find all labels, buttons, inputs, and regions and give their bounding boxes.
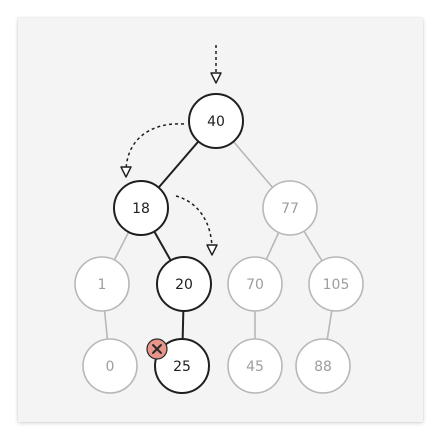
node-label: 1 (98, 277, 107, 293)
tree-node-105: 105 (308, 256, 364, 312)
node-label: 25 (173, 359, 191, 375)
traversal-arrow-18-to-20 (175, 195, 218, 256)
x-icon (146, 338, 168, 360)
tree-node-25: 25 (154, 338, 210, 394)
node-label: 70 (246, 277, 264, 293)
tree-node-1: 1 (74, 256, 130, 312)
tree-node-70: 70 (227, 256, 283, 312)
node-label: 105 (323, 277, 350, 293)
node-circle (227, 256, 283, 312)
edges-layer (101, 120, 337, 367)
tree-node-40: 40 (188, 93, 244, 149)
node-circle (113, 180, 169, 236)
node-label: 88 (314, 359, 332, 375)
node-circle (188, 93, 244, 149)
node-label: 40 (207, 114, 225, 130)
node-circle (154, 338, 210, 394)
nodes-layer: 40 18 77 1 20 70 105 0 25 45 88 (74, 93, 364, 394)
node-circle (262, 180, 318, 236)
tree-node-20: 20 (156, 256, 212, 312)
traversal-arrow-40-to-18 (120, 123, 185, 178)
badge-layer (146, 338, 168, 360)
tree-node-0: 0 (82, 338, 138, 394)
node-label: 20 (175, 277, 193, 293)
node-circle (295, 338, 351, 394)
tree-node-77: 77 (262, 180, 318, 236)
node-circle (74, 256, 130, 312)
node-label: 18 (132, 201, 150, 217)
tree-node-45: 45 (227, 338, 283, 394)
node-circle (82, 338, 138, 394)
node-label: 77 (281, 201, 299, 217)
tree-node-88: 88 (295, 338, 351, 394)
node-label: 45 (246, 359, 264, 375)
node-label: 0 (106, 359, 115, 375)
traversal-arrows-layer (120, 45, 222, 256)
node-circle (308, 256, 364, 312)
node-circle (156, 256, 212, 312)
node-circle (227, 338, 283, 394)
tree-node-18: 18 (113, 180, 169, 236)
